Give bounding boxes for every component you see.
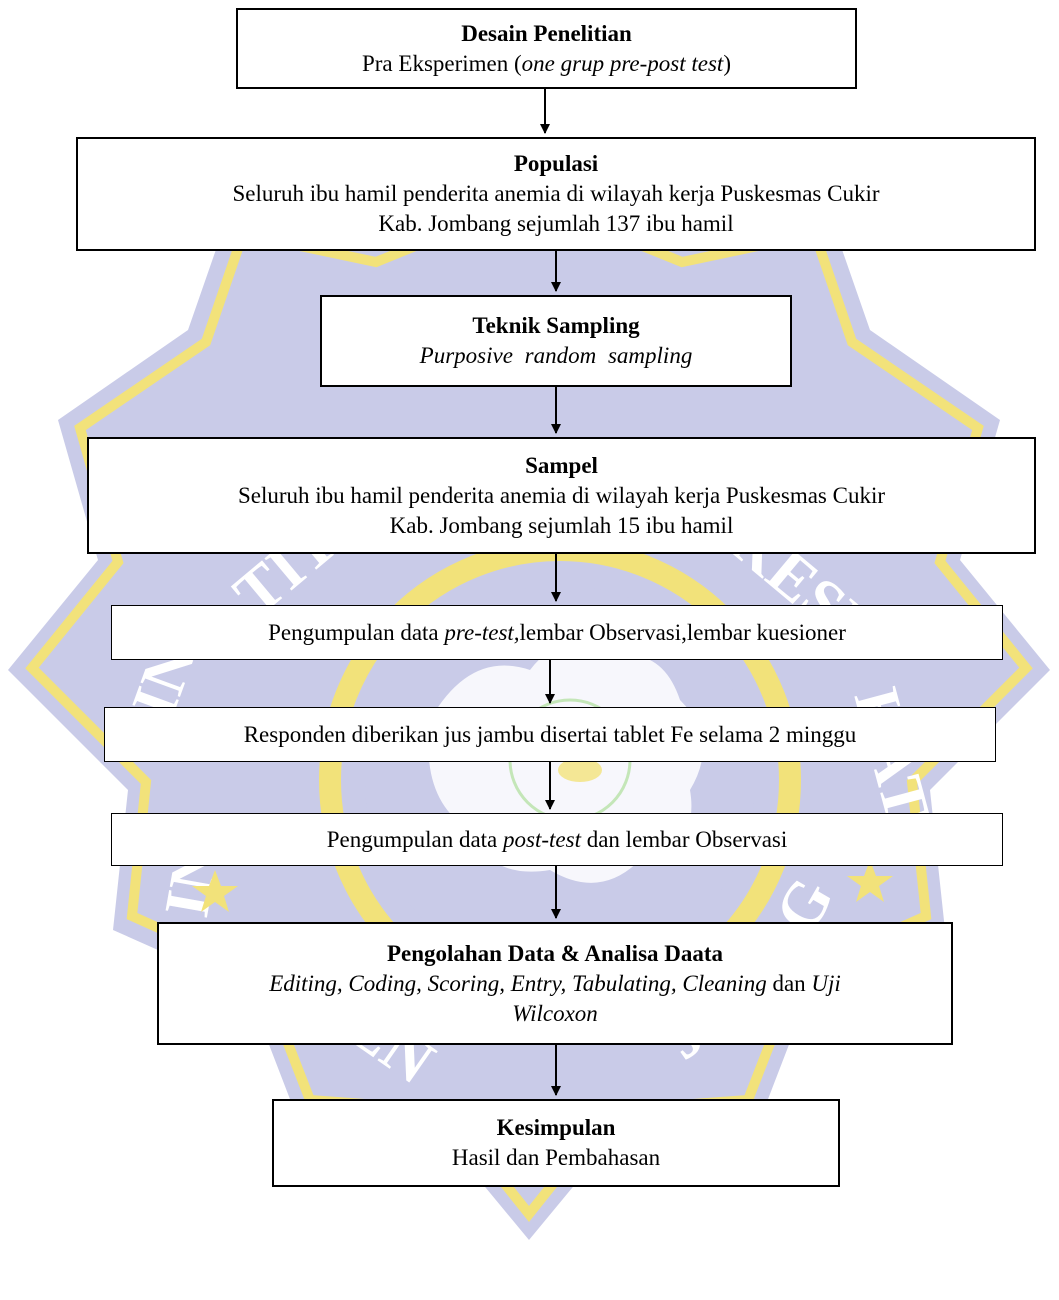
step-title: Teknik Sampling (472, 313, 640, 338)
step-text-line1: Seluruh ibu hamil penderita anemia di wi… (237, 482, 886, 508)
step-text: Purposive random sampling (419, 343, 693, 368)
text-span: Pengumpulan data (268, 619, 445, 645)
step-title: Kesimpulan (496, 1115, 616, 1140)
step-sampling-technique: Teknik Sampling Purposive random samplin… (320, 295, 792, 387)
step-text-line2: Wilcoxon (512, 1000, 598, 1026)
step-text: Hasil dan Pembahasan (451, 1145, 661, 1170)
step-text: Pengumpulan data post-test dan lembar Ob… (327, 825, 788, 855)
step-text-line1: Seluruh ibu hamil penderita anemia di wi… (232, 181, 880, 206)
step-population: Populasi Seluruh ibu hamil penderita ane… (76, 137, 1036, 251)
text-span-italic: one grup pre-post test (521, 50, 724, 76)
step-title: Pengolahan Data & Analisa Daata (386, 940, 724, 966)
step-text-line1: Editing, Coding, Scoring, Entry, Tabulat… (269, 969, 841, 999)
step-research-design: Desain Penelitian Pra Eksperimen (one gr… (236, 8, 857, 89)
step-posttest-collection: Pengumpulan data post-test dan lembar Ob… (111, 813, 1003, 866)
text-span-italic: pre-test, (444, 619, 520, 645)
text-span: Pra Eksperimen ( (361, 50, 522, 76)
step-title: Sampel (525, 452, 598, 478)
text-span: lembar Observasi,lembar kuesioner (519, 619, 846, 645)
text-span-italic: Uji (811, 970, 841, 996)
text-span-italic: Editing, Coding, Scoring, Entry, Tabulat… (269, 970, 767, 996)
step-title: Populasi (513, 151, 599, 176)
text-span: ) (723, 50, 731, 76)
seal-stars (192, 860, 893, 912)
step-title: Desain Penelitian (461, 20, 632, 46)
text-span: dan (766, 970, 812, 996)
step-text-line2: Kab. Jombang sejumlah 137 ibu hamil (378, 211, 734, 236)
step-data-analysis: Pengolahan Data & Analisa Daata Editing,… (157, 922, 953, 1045)
text-span-italic: post-test (503, 826, 581, 852)
step-pretest-collection: Pengumpulan data pre-test,lembar Observa… (111, 605, 1003, 660)
step-text: Pengumpulan data pre-test,lembar Observa… (268, 618, 846, 648)
text-span: dan lembar Observasi (580, 826, 788, 852)
step-text: Pra Eksperimen (one grup pre-post test) (362, 49, 731, 79)
step-sample: Sampel Seluruh ibu hamil penderita anemi… (87, 437, 1036, 554)
text-span: Pengumpulan data (326, 826, 504, 852)
step-text-line2: Kab. Jombang sejumlah 15 ibu hamil (389, 512, 734, 538)
step-treatment: Responden diberikan jus jambu disertai t… (104, 707, 996, 762)
step-conclusion: Kesimpulan Hasil dan Pembahasan (272, 1099, 840, 1187)
step-text: Responden diberikan jus jambu disertai t… (243, 721, 857, 747)
